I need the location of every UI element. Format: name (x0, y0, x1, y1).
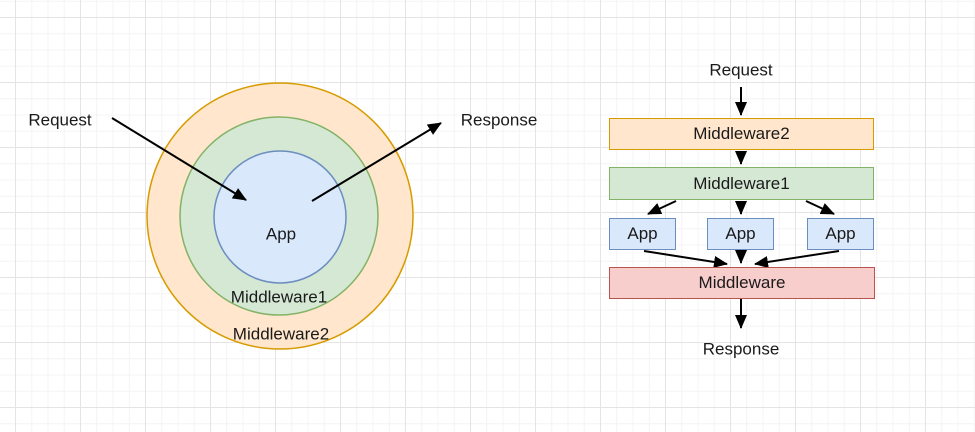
flow-app3-to-mw-arrow (754, 250, 840, 268)
app-box-1: App (609, 218, 676, 250)
app-box-2-label: App (725, 224, 756, 243)
app-box-3-label: App (825, 224, 856, 243)
ring-app (213, 150, 347, 284)
onion-response-label: Response (460, 110, 538, 130)
flow-app1-to-mw-arrow (643, 250, 728, 268)
flow-mw1-to-app3-arrow (805, 200, 835, 215)
app-box-3: App (807, 218, 874, 250)
onion-middleware2-label: Middleware2 (232, 324, 330, 344)
middleware2-box-label: Middleware2 (693, 124, 790, 143)
onion-response-arrow (311, 122, 442, 202)
app-box-1-label: App (627, 224, 658, 243)
middleware-box-label: Middleware (698, 273, 786, 292)
flow-response-label: Response (702, 339, 780, 359)
onion-app-label: App (265, 224, 297, 244)
middleware-box: Middleware (609, 267, 875, 299)
flow-request-label: Request (709, 60, 773, 80)
onion-request-label: Request (28, 110, 92, 130)
onion-middleware1-label: Middleware1 (230, 287, 328, 307)
middleware2-box: Middleware2 (609, 118, 874, 150)
flow-mw1-to-app1-arrow (647, 200, 677, 215)
middleware1-box-label: Middleware1 (693, 173, 790, 193)
middleware1-box: Middleware1 (609, 167, 874, 200)
app-box-2: App (707, 218, 774, 250)
onion-request-arrow (111, 117, 247, 201)
